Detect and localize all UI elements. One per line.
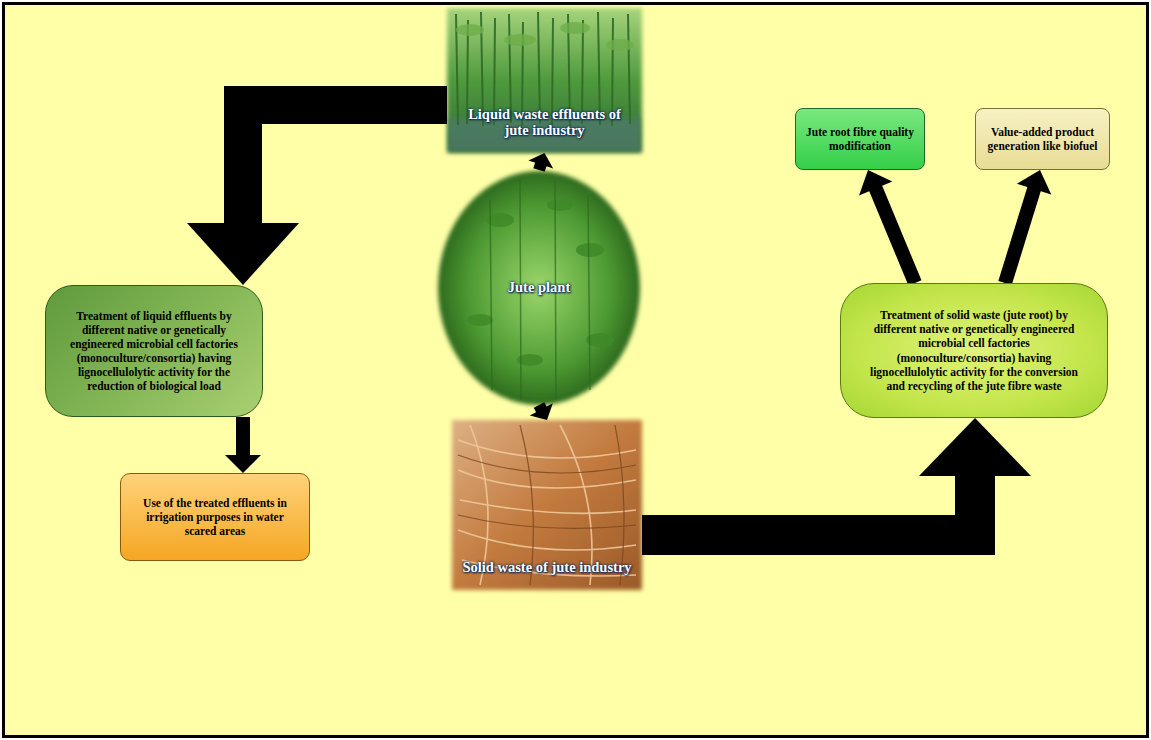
flow-arrow	[187, 105, 447, 285]
outcome-box: Jute root fibre quality modification	[795, 108, 925, 170]
arrow-shaft	[642, 475, 975, 535]
arrow-shaft	[236, 417, 250, 456]
arrow-shaft	[1005, 188, 1034, 283]
photo-label-node: Jute plant	[438, 170, 640, 405]
arrow-shaft	[875, 188, 915, 283]
arrow-head	[225, 455, 261, 473]
flow-arrow	[530, 403, 553, 420]
jute-fibre-photo	[452, 420, 642, 590]
process-box: Treatment of liquid effluents by differe…	[45, 285, 263, 417]
arrow-shaft	[243, 105, 447, 224]
node-text: Liquid waste effluents of jute industry	[457, 106, 632, 139]
arrow-head	[1017, 170, 1051, 194]
node-text: Treatment of liquid effluents by differe…	[66, 309, 242, 393]
flow-arrow	[859, 170, 915, 283]
flow-arrow	[528, 153, 553, 170]
arrow-head	[530, 403, 553, 420]
arrow-head	[528, 153, 553, 168]
photo-label-node: Liquid waste effluents of jute industry	[447, 8, 642, 153]
arrow-head	[859, 170, 892, 195]
jute-plant-photo	[438, 171, 640, 405]
node-text: Use of the treated effluents in irrigati…	[135, 496, 295, 538]
node-text: Jute plant	[508, 279, 570, 296]
outcome-box: Value-added product generation like biof…	[975, 108, 1110, 170]
flow-arrow	[225, 417, 261, 473]
arrow-head	[919, 418, 1031, 476]
node-text: Solid waste of jute industry	[462, 559, 631, 576]
outcome-box: Use of the treated effluents in irrigati…	[120, 473, 310, 561]
flow-arrow	[642, 418, 1031, 535]
arrow-shaft	[539, 163, 541, 170]
photo-label-node: Solid waste of jute industry	[452, 420, 642, 590]
node-text: Jute root fibre quality modification	[806, 125, 914, 153]
process-box: Treatment of solid waste (jute root) by …	[840, 283, 1108, 418]
flow-arrow	[1005, 170, 1051, 283]
node-text: Treatment of solid waste (jute root) by …	[865, 308, 1083, 392]
wetland-photo	[447, 8, 642, 153]
node-text: Value-added product generation like biof…	[986, 125, 1099, 153]
arrow-head	[187, 223, 299, 285]
